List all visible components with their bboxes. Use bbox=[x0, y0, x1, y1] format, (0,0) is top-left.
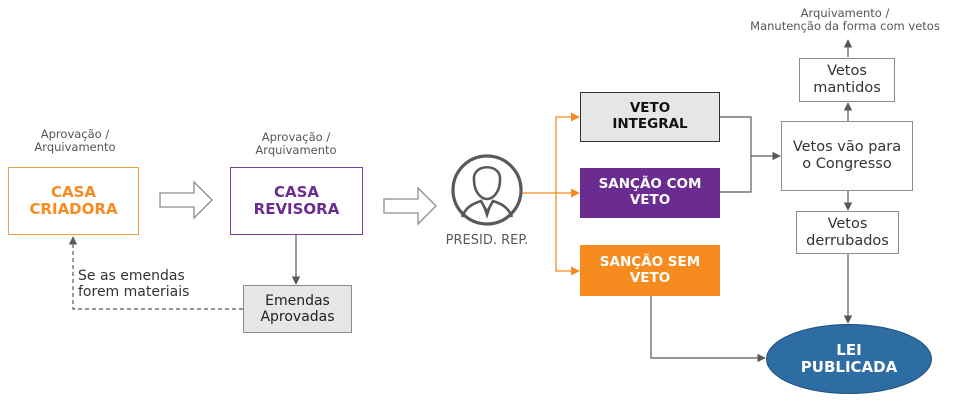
sancao-com-veto-label: SANÇÃO COM VETO bbox=[598, 176, 702, 208]
casa-revisora-box: CASA REVISORA bbox=[230, 167, 363, 235]
casa-criadora-caption: Aprovação / Arquivamento bbox=[34, 127, 116, 155]
casa-revisora-label: CASA REVISORA bbox=[253, 182, 340, 218]
arrow-veto-integral-congresso bbox=[720, 116, 781, 161]
feedback-label: Se as emendas forem materiais bbox=[78, 268, 190, 301]
vetos-derrubados-label: Vetos derrubados bbox=[806, 215, 889, 249]
arrow-to-veto-integral bbox=[555, 112, 580, 193]
emendas-aprovadas-box: Emendas Aprovadas bbox=[243, 285, 352, 333]
sancao-com-veto-box: SANÇÃO COM VETO bbox=[580, 168, 720, 218]
lei-publicada-label: LEI PUBLICADA bbox=[800, 340, 898, 376]
veto-integral-box: VETO INTEGRAL bbox=[580, 92, 720, 142]
vetos-congresso-box: Vetos vão para o Congresso bbox=[781, 121, 913, 191]
block-arrow-1 bbox=[159, 180, 213, 220]
sancao-sem-veto-box: SANÇÃO SEM VETO bbox=[580, 245, 720, 296]
vetos-congresso-label: Vetos vão para o Congresso bbox=[792, 139, 902, 172]
arrow-emendas-criadora bbox=[68, 236, 243, 310]
vetos-derrubados-box: Vetos derrubados bbox=[796, 211, 899, 254]
presid-rep-label: PRESID. REP. bbox=[445, 233, 529, 248]
block-arrow-2 bbox=[383, 186, 437, 226]
veto-integral-label: VETO INTEGRAL bbox=[612, 100, 688, 132]
arrow-sancao-com-veto-congresso bbox=[720, 156, 752, 193]
casa-revisora-caption: Aprovação / Arquivamento bbox=[255, 130, 337, 158]
arrow-to-sancao-sem-veto bbox=[555, 193, 580, 276]
vetos-mantidos-caption: Arquivamento / Manutenção da forma com v… bbox=[750, 6, 940, 34]
vetos-mantidos-label: Vetos mantidos bbox=[813, 63, 881, 96]
vetos-mantidos-box: Vetos mantidos bbox=[799, 58, 895, 102]
emendas-aprovadas-label: Emendas Aprovadas bbox=[260, 292, 335, 325]
casa-criadora-box: CASA CRIADORA bbox=[8, 167, 139, 235]
lei-publicada-ellipse: LEI PUBLICADA bbox=[766, 324, 932, 394]
person-icon bbox=[451, 154, 523, 226]
arrow-sancao-sem-veto-lei bbox=[650, 296, 766, 363]
sancao-sem-veto-label: SANÇÃO SEM VETO bbox=[599, 253, 701, 286]
casa-criadora-label: CASA CRIADORA bbox=[29, 182, 118, 218]
